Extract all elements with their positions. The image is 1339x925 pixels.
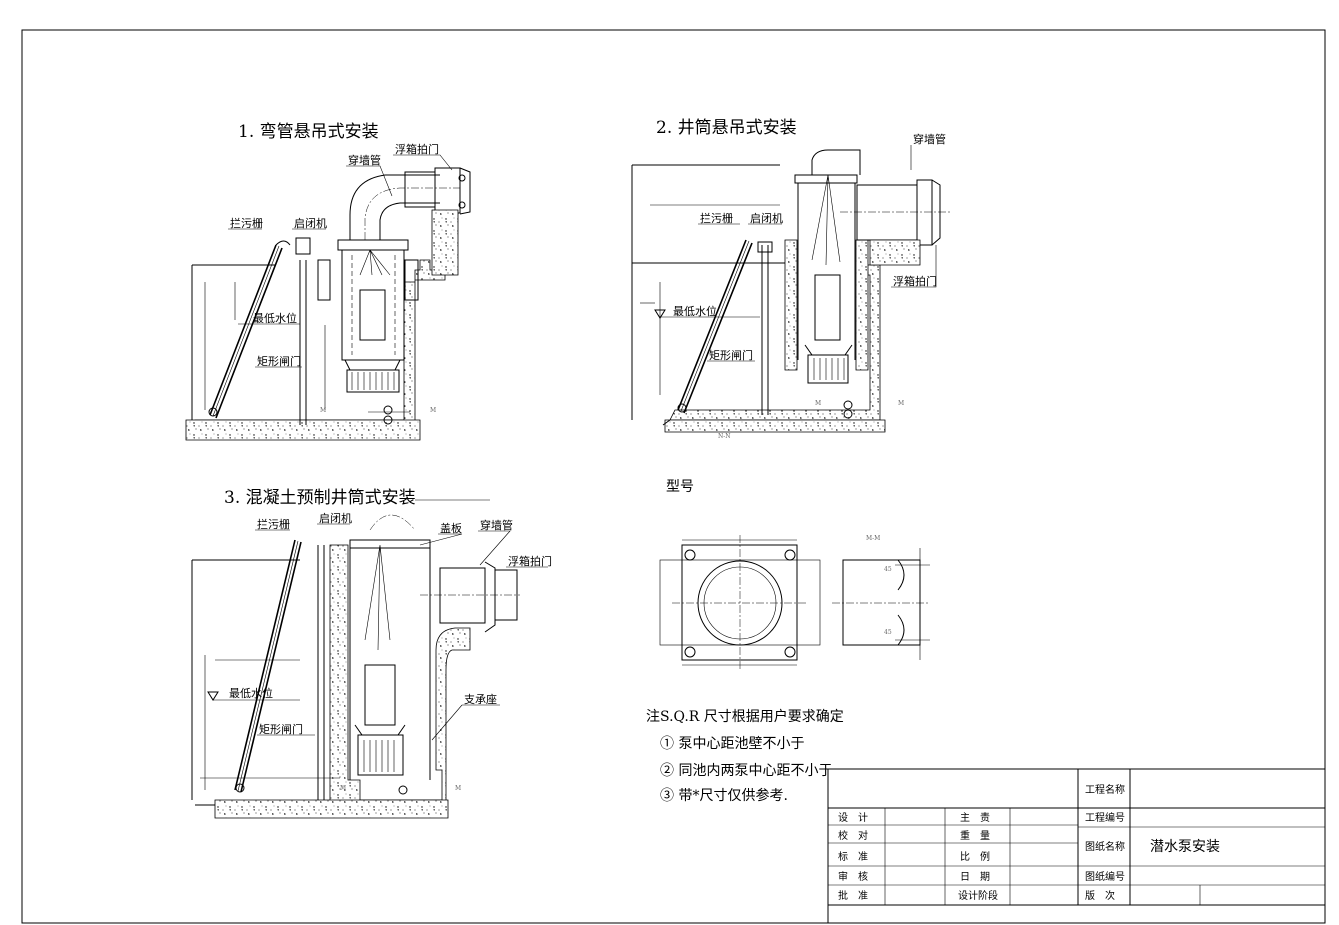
angle-bottom: 45 bbox=[884, 629, 892, 636]
v2-label-flap-valve: 浮箱拍门 bbox=[893, 274, 937, 288]
svg-text:M: M bbox=[320, 407, 326, 414]
svg-text:N-N: N-N bbox=[718, 433, 731, 440]
title-block: 设 计 主 责 校 对 重 量 标 准 比 例 审 核 日 期 批 准 设计阶段… bbox=[827, 768, 1326, 924]
tb-drawing-no: 图纸编号 bbox=[1085, 870, 1125, 883]
tb-drawing-name: 图纸名称 bbox=[1085, 840, 1125, 853]
view-3-precast-shaft: 3. 混凝土预制井筒式安装 M bbox=[191, 488, 552, 819]
v3-label-trash-rack: 拦污栅 bbox=[257, 517, 290, 531]
view-3-title: 3. 混凝土预制井筒式安装 bbox=[224, 488, 416, 508]
svg-text:M: M bbox=[898, 400, 904, 407]
v1-label-flap-valve: 浮箱拍门 bbox=[395, 142, 439, 156]
tb-standard: 标 准 bbox=[838, 851, 868, 863]
v1-label-hoist: 启闭机 bbox=[294, 216, 327, 230]
view-1-elbow-suspended: 1. 弯管悬吊式安装 bbox=[185, 122, 471, 441]
v3-label-min-water-level: 最低水位 bbox=[229, 686, 273, 700]
tb-scale: 比 例 bbox=[960, 850, 990, 863]
view-2-shaft-suspended: 2. 井筒悬吊式安装 bbox=[631, 118, 950, 440]
svg-text:M: M bbox=[340, 785, 346, 792]
section-label: M-M bbox=[866, 535, 880, 542]
tb-weight: 重 量 bbox=[960, 829, 990, 842]
tb-design: 设 计 bbox=[838, 811, 868, 824]
sheet-border bbox=[21, 29, 1326, 924]
v3-label-flap-valve: 浮箱拍门 bbox=[508, 554, 552, 568]
v2-label-hoist: 启闭机 bbox=[750, 211, 783, 225]
tb-check: 校 对 bbox=[838, 829, 868, 842]
v1-label-trash-rack: 拦污栅 bbox=[230, 216, 263, 230]
angle-top: 45 bbox=[884, 566, 892, 573]
tb-version: 版 次 bbox=[1085, 889, 1115, 902]
view-1-title: 1. 弯管悬吊式安装 bbox=[238, 122, 379, 142]
tb-approve: 批 准 bbox=[838, 889, 868, 902]
note-item-3: ③ 带*尺寸仅供参考. bbox=[660, 787, 788, 804]
v3-label-rect-gate: 矩形闸门 bbox=[259, 722, 303, 736]
v1-label-min-water-level: 最低水位 bbox=[253, 311, 297, 325]
svg-text:M: M bbox=[430, 407, 436, 414]
tb-date: 日 期 bbox=[960, 871, 990, 883]
notes: 注S.Q.R 尺寸根据用户要求确定 ① 泵中心距池壁不小于 ② 同池内两泵中心距… bbox=[646, 708, 844, 804]
tb-project-no: 工程编号 bbox=[1085, 811, 1125, 824]
model-detail: 型号 M-M 45 45 bbox=[659, 479, 930, 670]
svg-text:M: M bbox=[815, 400, 821, 407]
notes-heading: 注S.Q.R 尺寸根据用户要求确定 bbox=[646, 708, 844, 725]
model-title: 型号 bbox=[666, 479, 694, 495]
v2-label-min-water-level: 最低水位 bbox=[673, 304, 717, 318]
v1-label-rect-gate: 矩形闸门 bbox=[257, 354, 301, 368]
tb-chief: 主 责 bbox=[960, 811, 990, 824]
note-item-2: ② 同池内两泵中心距不小于 bbox=[660, 763, 832, 779]
v2-label-rect-gate: 矩形闸门 bbox=[709, 348, 753, 362]
v2-label-trash-rack: 拦污栅 bbox=[700, 211, 733, 225]
v3-label-hoist: 启闭机 bbox=[319, 511, 352, 525]
view-2-title: 2. 井筒悬吊式安装 bbox=[656, 118, 797, 138]
v3-label-wall-pipe: 穿墙管 bbox=[480, 518, 513, 532]
tb-review: 审 核 bbox=[838, 870, 868, 883]
tb-drawing-title: 潜水泵安装 bbox=[1150, 839, 1220, 855]
v3-label-cover-plate: 盖板 bbox=[440, 521, 462, 535]
note-item-1: ① 泵中心距池壁不小于 bbox=[660, 736, 804, 752]
v1-label-wall-pipe: 穿墙管 bbox=[348, 153, 381, 167]
v2-label-wall-pipe: 穿墙管 bbox=[913, 132, 946, 146]
v3-label-support-seat: 支承座 bbox=[464, 692, 497, 706]
tb-project-name: 工程名称 bbox=[1085, 783, 1125, 796]
svg-text:M: M bbox=[455, 785, 461, 792]
tb-stage: 设计阶段 bbox=[958, 889, 998, 902]
